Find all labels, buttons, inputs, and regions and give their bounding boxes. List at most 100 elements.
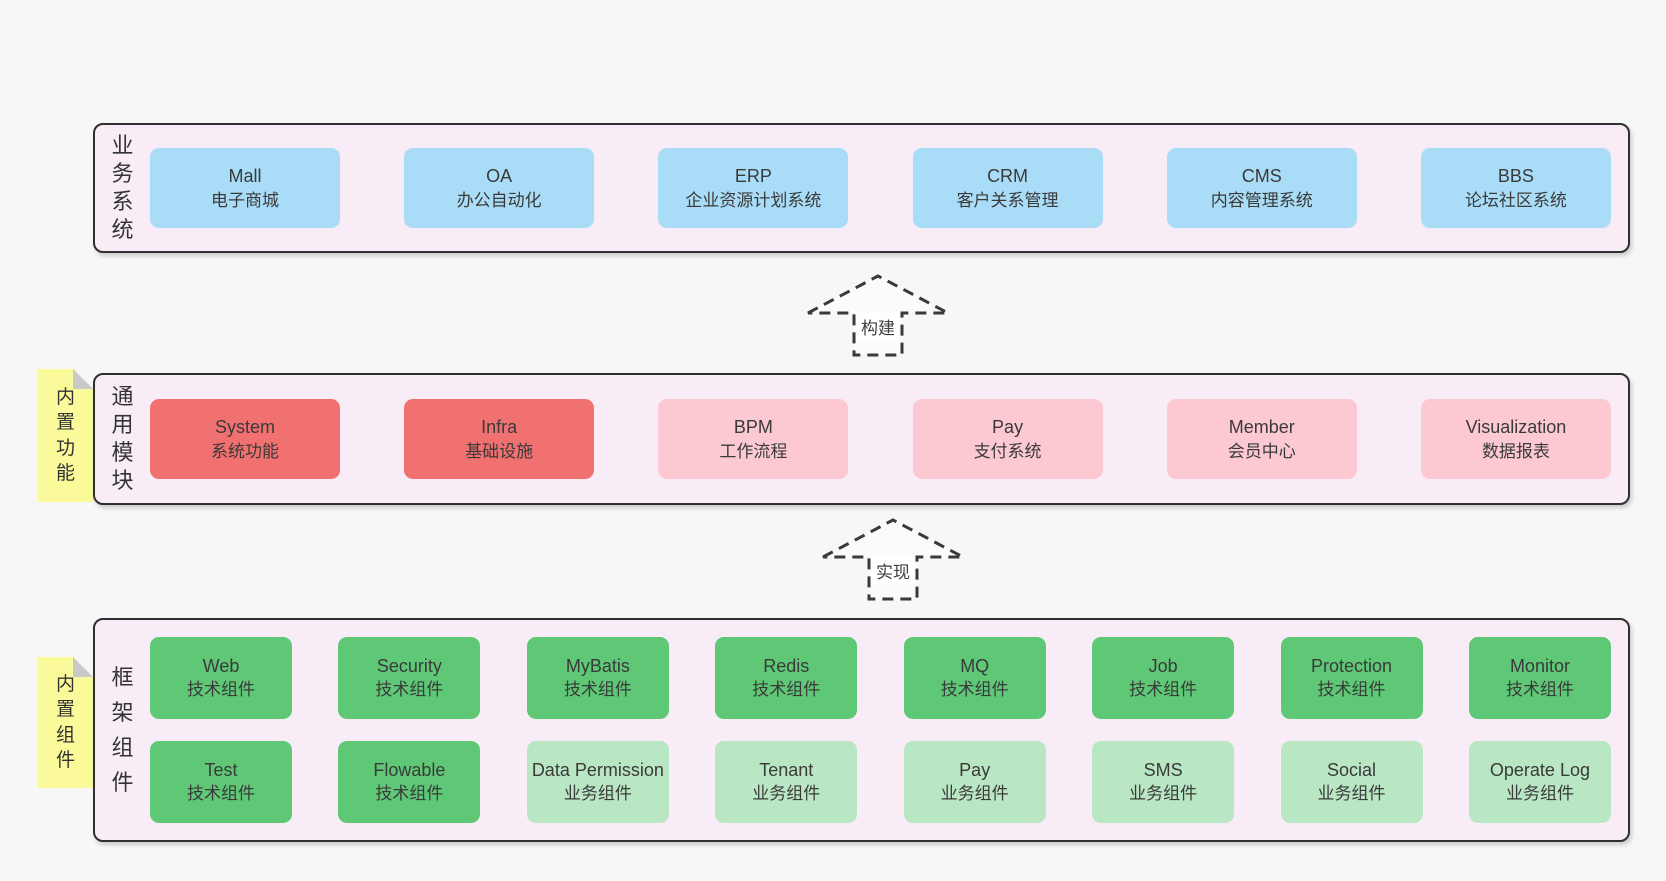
- box-title: CMS: [1241, 165, 1282, 186]
- box-job: Job 技术组件: [1092, 637, 1235, 719]
- box-title: BBS: [1497, 165, 1534, 186]
- box-subtitle: 技术组件: [187, 679, 255, 699]
- box-operate-log: Operate Log 业务组件: [1468, 741, 1611, 823]
- folded-corner-icon: [73, 369, 93, 389]
- box-subtitle: 技术组件: [752, 679, 821, 699]
- business-row: Mall 电子商城 OA 办公自动化 ERP 企业资源计划系统 CRM 客户关系…: [150, 148, 1611, 228]
- box-title: ERP: [734, 165, 772, 186]
- band-business-content: Mall 电子商城 OA 办公自动化 ERP 企业资源计划系统 CRM 客户关系…: [150, 125, 1628, 251]
- box-pay: Pay 支付系统: [912, 399, 1103, 479]
- box-sms: SMS 业务组件: [1092, 741, 1235, 823]
- box-subtitle: 技术组件: [1505, 679, 1574, 699]
- box-title: Operate Log: [1489, 759, 1590, 780]
- box-subtitle: 业务组件: [563, 783, 632, 803]
- box-title: Flowable: [373, 759, 446, 780]
- band-components-content: Web 技术组件 Security 技术组件 MyBatis 技术组件 Redi…: [150, 620, 1628, 840]
- box-security: Security 技术组件: [338, 637, 481, 719]
- box-title: Web: [202, 655, 240, 676]
- box-title: SMS: [1143, 759, 1183, 780]
- box-tenant: Tenant 业务组件: [715, 741, 858, 823]
- box-cms: CMS 内容管理系统: [1166, 148, 1357, 228]
- box-subtitle: 系统功能: [211, 441, 279, 461]
- modules-row: System 系统功能 Infra 基础设施 BPM 工作流程 Pay 支付系统…: [150, 399, 1611, 479]
- box-subtitle: 业务组件: [1129, 783, 1198, 803]
- box-test: Test 技术组件: [150, 741, 292, 823]
- arrow-build-label: 构建: [857, 313, 899, 340]
- box-subtitle: 数据报表: [1481, 441, 1550, 461]
- sticky-note-built-in-components: 内置组件: [38, 657, 93, 788]
- box-mq: MQ 技术组件: [903, 637, 1046, 719]
- box-subtitle: 工作流程: [719, 441, 788, 461]
- box-subtitle: 论坛社区系统: [1464, 190, 1567, 210]
- box-visualization: Visualization 数据报表: [1420, 399, 1611, 479]
- box-title: BPM: [733, 416, 773, 437]
- box-title: Member: [1228, 416, 1295, 437]
- box-subtitle: 技术组件: [187, 783, 255, 803]
- box-title: Pay: [959, 759, 991, 780]
- box-title: Test: [204, 759, 238, 780]
- box-title: Visualization: [1465, 416, 1567, 437]
- box-title: Tenant: [759, 759, 814, 780]
- box-oa: OA 办公自动化: [404, 148, 595, 228]
- box-title: Job: [1148, 655, 1178, 676]
- box-social: Social 业务组件: [1280, 741, 1423, 823]
- box-subtitle: 技术组件: [1129, 679, 1198, 699]
- band-components-label: 框架组件: [111, 664, 134, 796]
- box-subtitle: 技术组件: [375, 783, 444, 803]
- band-business-label: 业务系统: [111, 132, 134, 243]
- band-components-label-column: 框架组件: [95, 620, 150, 840]
- box-subtitle: 业务组件: [752, 783, 821, 803]
- box-erp: ERP 企业资源计划系统: [658, 148, 849, 228]
- box-subtitle: 支付系统: [973, 441, 1042, 461]
- box-data-permission: Data Permission 业务组件: [526, 741, 669, 823]
- box-title: System: [214, 416, 275, 437]
- box-subtitle: 业务组件: [1505, 783, 1574, 803]
- box-subtitle: 技术组件: [1317, 679, 1386, 699]
- box-subtitle: 内容管理系统: [1210, 190, 1313, 210]
- box-subtitle: 业务组件: [1317, 783, 1386, 803]
- band-business-label-column: 业务系统: [95, 125, 150, 251]
- box-crm: CRM 客户关系管理: [912, 148, 1103, 228]
- box-mybatis: MyBatis 技术组件: [526, 637, 669, 719]
- band-modules-label: 通用模块: [111, 383, 134, 494]
- arrow-implement-label: 实现: [872, 557, 914, 584]
- folded-corner-icon: [73, 657, 93, 677]
- box-mall: Mall 电子商城: [150, 148, 340, 228]
- box-redis: Redis 技术组件: [715, 637, 858, 719]
- box-protection: Protection 技术组件: [1280, 637, 1423, 719]
- box-pay-business: Pay 业务组件: [903, 741, 1046, 823]
- box-subtitle: 技术组件: [375, 679, 444, 699]
- box-title: Security: [376, 655, 442, 676]
- box-title: OA: [486, 165, 513, 186]
- box-title: Redis: [763, 655, 810, 676]
- band-common-modules: 通用模块 System 系统功能 Infra 基础设施 BPM 工作流程 Pay: [93, 373, 1630, 505]
- box-title: MyBatis: [565, 655, 630, 676]
- components-row-1: Web 技术组件 Security 技术组件 MyBatis 技术组件 Redi…: [150, 637, 1611, 719]
- arrow-build: 构建: [805, 272, 951, 358]
- box-subtitle: 技术组件: [940, 679, 1009, 699]
- box-title: Protection: [1311, 655, 1393, 676]
- box-subtitle: 业务组件: [940, 783, 1009, 803]
- arrow-implement: 实现: [820, 516, 966, 602]
- box-subtitle: 办公自动化: [456, 190, 542, 210]
- box-subtitle: 电子商城: [211, 190, 279, 210]
- box-title: CRM: [987, 165, 1029, 186]
- box-title: Pay: [992, 416, 1024, 437]
- box-monitor: Monitor 技术组件: [1468, 637, 1611, 719]
- sticky-note-label: 内置功能: [55, 387, 75, 484]
- box-subtitle: 会员中心: [1227, 441, 1296, 461]
- box-title: Monitor: [1509, 655, 1570, 676]
- box-system: System 系统功能: [150, 399, 340, 479]
- box-title: Mall: [228, 165, 262, 186]
- box-title: Data Permission: [531, 759, 664, 780]
- band-framework-components: 框架组件 Web 技术组件 Security 技术组件 MyBatis 技术组件…: [93, 618, 1630, 842]
- band-modules-label-column: 通用模块: [95, 375, 150, 503]
- box-bbs: BBS 论坛社区系统: [1420, 148, 1611, 228]
- box-infra: Infra 基础设施: [404, 399, 595, 479]
- components-row-2: Test 技术组件 Flowable 技术组件 Data Permission …: [150, 741, 1611, 823]
- sticky-note-label: 内置组件: [55, 674, 75, 771]
- box-title: Infra: [481, 416, 518, 437]
- box-flowable: Flowable 技术组件: [338, 741, 481, 823]
- box-web: Web 技术组件: [150, 637, 292, 719]
